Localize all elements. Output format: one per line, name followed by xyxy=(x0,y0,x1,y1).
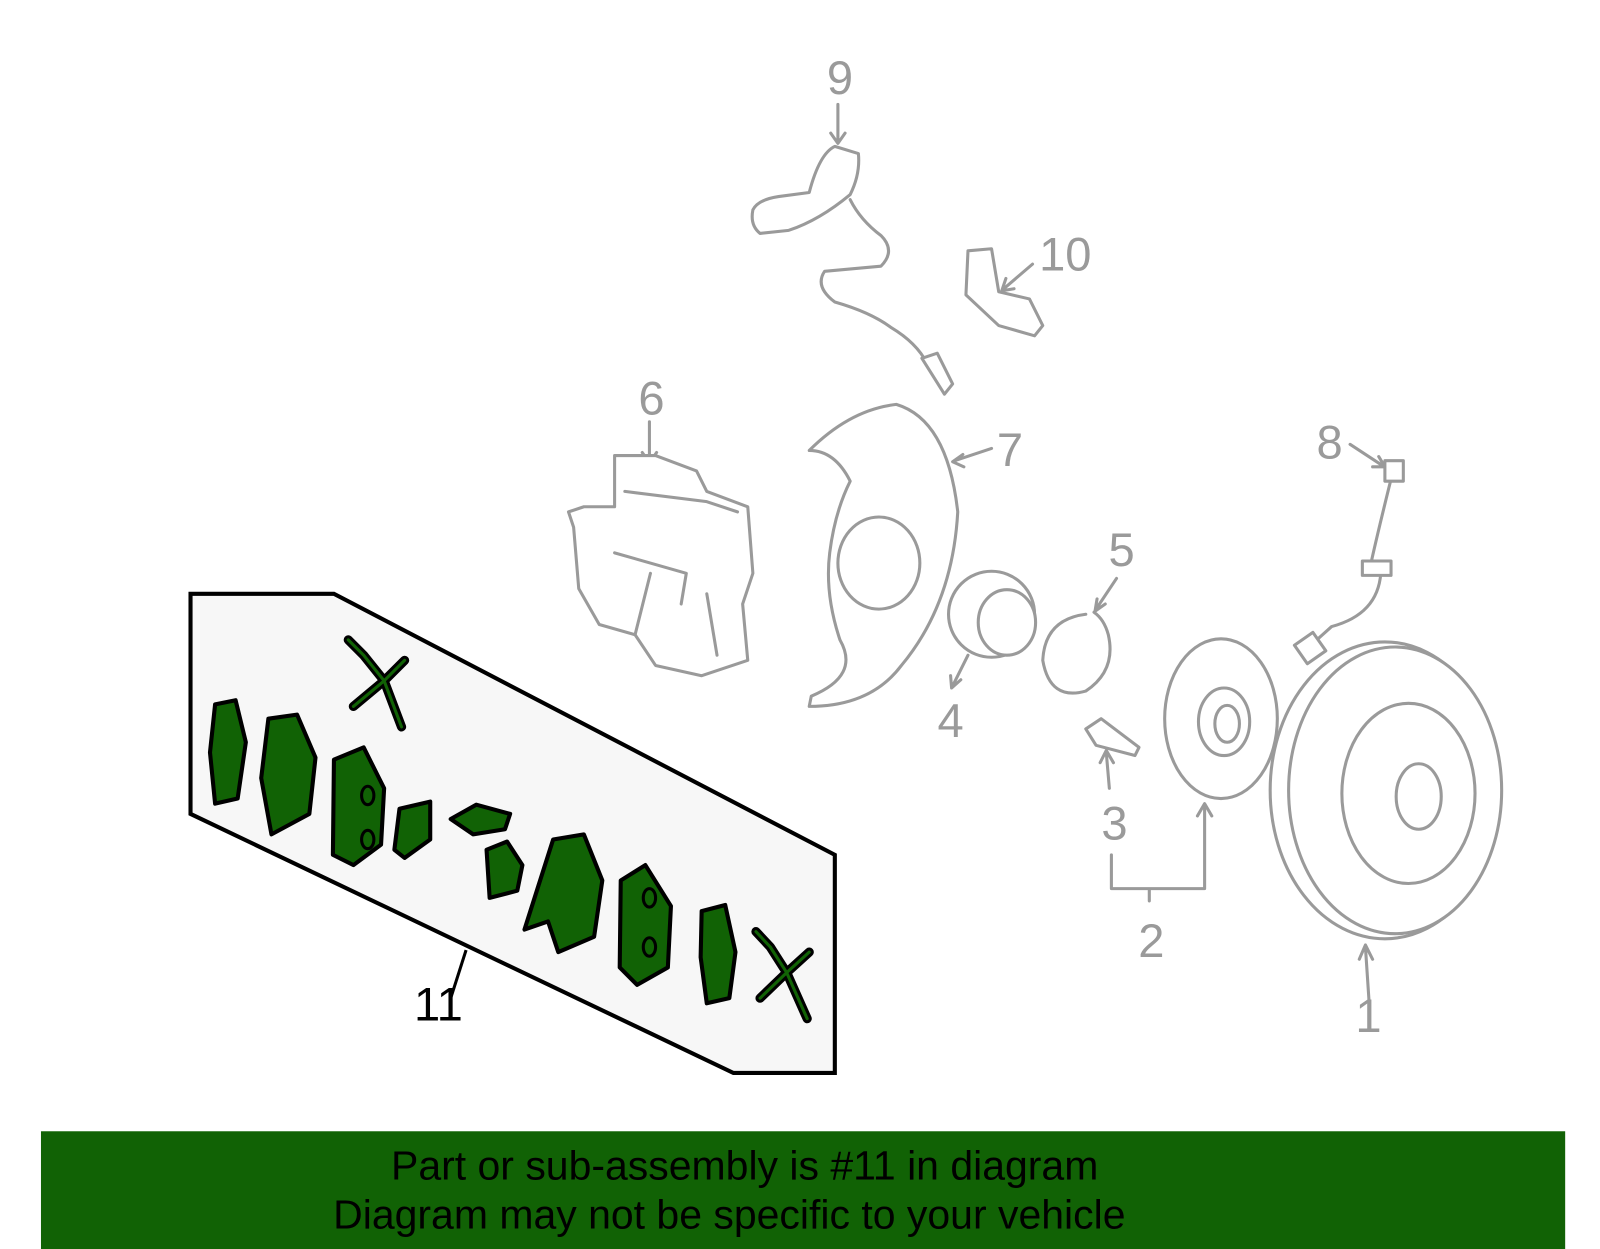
callout-2: 2 xyxy=(1138,914,1164,967)
part-3-hub-bolt[interactable]: 3 xyxy=(1084,717,1141,850)
part-4-wheel-bearing[interactable]: 4 xyxy=(937,569,1038,747)
callout-7: 7 xyxy=(997,423,1023,476)
part-1-brake-rotor[interactable]: 1 xyxy=(1268,640,1504,1042)
callout-8: 8 xyxy=(1316,416,1342,469)
part-9-abs-sensor[interactable]: 9 xyxy=(750,51,955,396)
part-6-caliper[interactable]: 6 xyxy=(566,372,755,678)
callout-3: 3 xyxy=(1101,797,1127,850)
callout-4: 4 xyxy=(937,694,963,747)
banner-line-1: Part or sub-assembly is #11 in diagram xyxy=(391,1142,1098,1188)
banner-background xyxy=(40,1131,1566,1249)
part-11-brake-pad-kit[interactable]: 11 xyxy=(188,591,837,1075)
part-7-splash-shield[interactable]: 7 xyxy=(807,402,1023,708)
callout-11: 11 xyxy=(414,978,463,1031)
part-8-brake-hose[interactable]: 8 xyxy=(1292,416,1405,666)
banner-line-2: Diagram may not be specific to your vehi… xyxy=(333,1192,1125,1238)
info-banner: Part or sub-assembly is #11 in diagram D… xyxy=(40,1131,1566,1249)
callout-6: 6 xyxy=(638,372,664,425)
part-10-bracket[interactable]: 10 xyxy=(964,227,1092,338)
callout-10: 10 xyxy=(1039,227,1091,280)
callout-1: 1 xyxy=(1355,989,1381,1042)
part-2-hub[interactable]: 2 xyxy=(1109,637,1279,967)
part-5-snap-ring[interactable]: 5 xyxy=(1041,523,1135,695)
callout-5: 5 xyxy=(1109,523,1135,576)
callout-9: 9 xyxy=(827,51,853,104)
